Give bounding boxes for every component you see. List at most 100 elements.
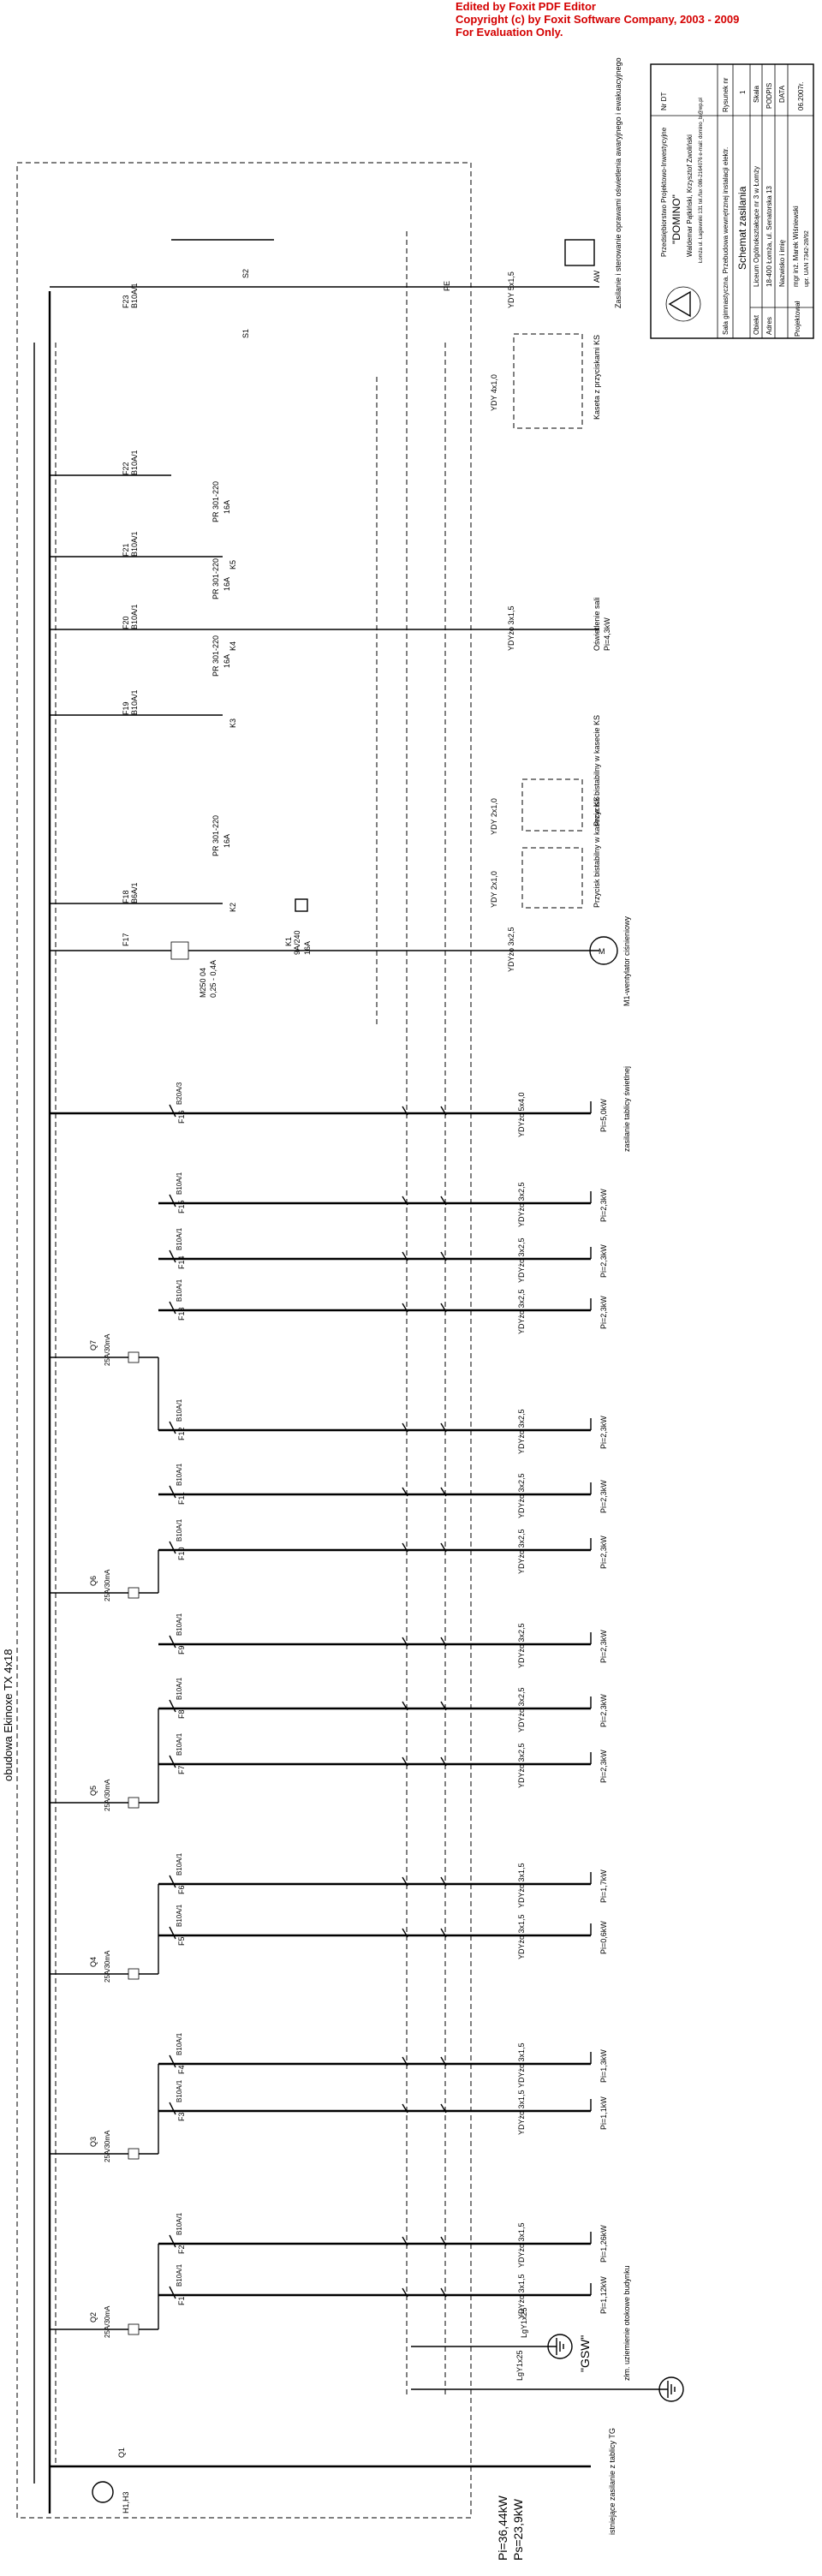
power-label: Pi=5,0kW (599, 1099, 608, 1132)
breaker-contact (169, 1249, 176, 1263)
terminal-mark (402, 1422, 408, 1433)
date-value: 06.2007r. (797, 82, 805, 110)
f18-rating: B6A/1 (130, 882, 139, 903)
rcd-label: Q5 (89, 1786, 98, 1796)
k3-label: K3 (229, 719, 237, 728)
company-name: "DOMINO" (670, 194, 682, 244)
terminal-mark (402, 1196, 408, 1206)
fuse-rating: B10A/1 (176, 2079, 183, 2102)
terminal-mark (440, 1487, 447, 1497)
terminal-mark (440, 1196, 447, 1206)
fuse-label: F13 (177, 1307, 186, 1321)
power-label: Pi=1,26kW (599, 2225, 608, 2263)
terminal-mark (402, 2236, 408, 2246)
supply-label: istniejące zasilanie z tablicy TG (608, 2428, 616, 2535)
f17-block: F17 M250 04 0,25 - 0,4A K1 9A/240 16A YD… (50, 915, 631, 1006)
cable-label: YDYżo 3x1,5 (517, 2042, 526, 2088)
fuse-rating: B10A/1 (176, 1172, 183, 1195)
terminal-mark (440, 1303, 447, 1313)
terminal-mark (402, 1106, 408, 1116)
f23-label: F23 (122, 295, 130, 308)
address-value: 18-400 Łomża, ul. Senatorska 13 (765, 186, 773, 287)
cable-label: YDYżo 3x2,5 (517, 1687, 526, 1732)
terminal-mark (440, 1251, 447, 1261)
breaker-contact (169, 2286, 176, 2299)
fuse-label: F2 (177, 2245, 186, 2254)
terminal-mark (440, 1701, 447, 1711)
company-logo-icon (665, 286, 701, 322)
pe-tag: PE (443, 281, 451, 291)
power-label: Pi=2,3kW (599, 1630, 608, 1663)
k1-label: K1 (284, 937, 293, 946)
ks-box (513, 333, 583, 429)
power-ps: Ps=23,9kW (511, 2498, 525, 2561)
f17-spec2: 0,25 - 0,4A (209, 960, 217, 998)
power-label: Pi=1,7kW (599, 1869, 608, 1903)
breaker-contact (169, 1301, 176, 1315)
power-label: Pi=1,1kW (599, 2096, 608, 2130)
ks-cable: YDY 4x1,0 (490, 374, 498, 411)
power-label: Pi=2,3kW (599, 1296, 608, 1329)
emergency-sym: AW (593, 270, 601, 283)
rcd-test-box (128, 2148, 140, 2160)
power-label: Pi=0,6kW (599, 1921, 608, 1954)
terminal-mark (440, 1422, 447, 1433)
rcd-spec: 25A/30mA (104, 1569, 111, 1601)
ground-cable-a: LgY1x25 (515, 2350, 524, 2381)
enclosure-label: obudowa Ekinoxe TX 4x18 (2, 1649, 15, 1781)
fuse-label: F15 (177, 1200, 186, 1213)
terminal-mark (440, 1542, 447, 1553)
fuse-rating: B10A/1 (176, 1518, 183, 1541)
emergency-cable: YDY 5x1,5 (507, 271, 515, 308)
title-block: Przedsiębiorstwo Projektowo-Inwestycyjne… (650, 63, 814, 339)
terminal-mark (402, 2287, 408, 2298)
breaker-contact (169, 2102, 176, 2115)
s1-label: S1 (241, 329, 250, 338)
fuse-rating: B10A/1 (176, 2212, 183, 2235)
fuse-rating: B10A/1 (176, 1398, 183, 1422)
watermark-line-2: Copyright (c) by Foxit Software Company,… (456, 13, 740, 26)
terminal-mark (402, 2103, 408, 2114)
fuse-rating: B20A/3 (176, 1082, 183, 1105)
terminal-mark (402, 1637, 408, 1647)
fuse-label: F14 (177, 1255, 186, 1269)
terminal-mark (402, 1542, 408, 1553)
terminal-mark (440, 1876, 447, 1887)
k4-label: K4 (229, 641, 237, 651)
terminal-mark (402, 1756, 408, 1767)
rcd-spec: 25A/30mA (104, 1950, 111, 1983)
breaker-contact (169, 2234, 176, 2248)
drawing-no: 1 (739, 90, 747, 94)
f21-label: F21 (122, 543, 130, 557)
rcd-spec: 25A/30mA (104, 2130, 111, 2162)
emergency-label: Zasilanie i sterowanie oprawami oświetle… (614, 57, 622, 308)
f18-block: F18 B6A/1 K2 PR 301-220 16A YDY 2x1,0 YD… (50, 715, 601, 912)
breaker-contact (169, 1421, 176, 1434)
s2-label: S2 (241, 269, 250, 278)
sign-label: PODPIS (765, 83, 773, 109)
relay-spec-3: PR 301-220 (211, 481, 220, 522)
terminal-mark (440, 2236, 447, 2246)
cable-label: YDYżo 3x2,5 (517, 1289, 526, 1334)
k1-aux: 16A (303, 941, 312, 955)
drawing-label: Rysunek nr (722, 77, 730, 112)
emergency-sym-box (564, 239, 595, 266)
pushbutton-box-b (521, 778, 583, 832)
power-label: Pi=1,12kW (599, 2276, 608, 2314)
company-line4: Łomża ul. Łagiewniki 131 tel./fax 086-21… (699, 98, 704, 263)
f20-rating: B10A/1 (130, 604, 139, 629)
f17-label: F17 (122, 933, 130, 946)
rcd-label: Q4 (89, 1957, 98, 1967)
nr-label: Nr DT (660, 92, 668, 110)
breaker-contact (169, 2054, 176, 2068)
relay-amp-1: 16A (223, 654, 231, 668)
fuse-label: F12 (177, 1427, 186, 1440)
relay-spec-2: PR 301-220 (211, 558, 220, 599)
